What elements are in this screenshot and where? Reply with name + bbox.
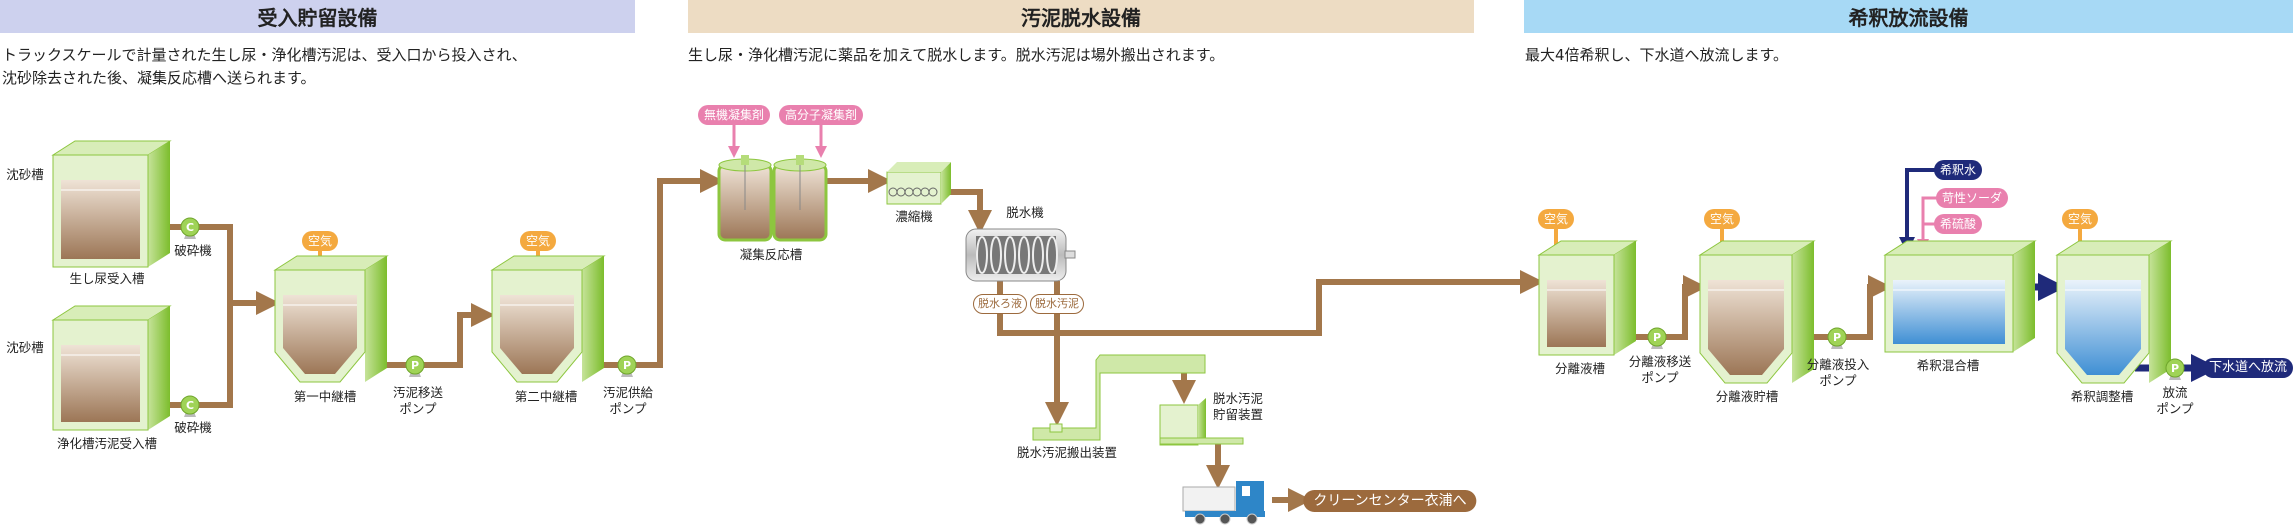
description-line: 生し尿・浄化槽汚泥に薬品を加えて脱水します。脱水汚泥は場外搬出されます。 <box>688 46 1225 64</box>
coagulation-tank-cylinder <box>772 155 828 242</box>
sewer-discharge-label: 下水道へ放流 <box>2202 358 2293 378</box>
pump-icon: P <box>617 355 637 377</box>
label-line: ポンプ <box>399 401 437 416</box>
grit-chamber-label: 沈砂槽 <box>6 167 44 182</box>
pipe-line <box>945 189 992 234</box>
pump-letter: P <box>2171 362 2179 375</box>
label-line: ポンプ <box>2156 401 2194 416</box>
thickener-label: 濃縮機 <box>895 209 933 224</box>
description-line: 沈砂除去された後、凝集反応槽へ送られます。 <box>2 69 316 87</box>
pipe-line <box>592 169 724 368</box>
section-title: 汚泥脱水設備 <box>1021 6 1141 30</box>
grit-chamber-label: 沈砂槽 <box>6 340 44 355</box>
coagulation-tank-cylinder <box>717 155 773 242</box>
pump-letter: P <box>623 359 631 372</box>
section-header-dilution: 希釈放流設備 <box>1524 0 2293 33</box>
night-soil-tank-label: 生し尿受入槽 <box>69 271 145 286</box>
polymer-coagulant-label: 高分子凝集剤 <box>778 105 864 125</box>
grit-and-receiving-tank <box>51 305 172 431</box>
mixing-tank-label: 希釈混合槽 <box>1916 358 1980 373</box>
coagulation-tank-label: 凝集反応槽 <box>739 247 803 262</box>
label-line: 貯留装置 <box>1212 407 1264 422</box>
section-description: 最大4倍希釈し、下水道へ放流します。 <box>1525 44 1788 67</box>
pipe-line <box>997 270 1544 336</box>
crusher-label: 破砕機 <box>174 243 212 258</box>
dilution-water-label: 希釈水 <box>1933 160 1983 180</box>
thickener-box <box>886 162 951 205</box>
section-header-dewatering: 汚泥脱水設備 <box>688 0 1474 33</box>
dilution-adjustment-tank <box>2055 240 2173 384</box>
dilution-mixing-tank <box>1883 240 2037 353</box>
separation-tank <box>1537 240 1638 356</box>
pump-icon: P <box>1647 327 1667 349</box>
label-line: ポンプ <box>1819 373 1857 388</box>
separation-feed-pump-label: 分離液投入ポンプ <box>1807 357 1870 389</box>
pump-icon: P <box>1827 327 1847 349</box>
pump-letter: C <box>186 399 194 412</box>
septic-sludge-tank-label: 浄化槽汚泥受入槽 <box>56 436 158 451</box>
relay-tank <box>273 255 389 383</box>
air-label: 空気 <box>1537 209 1575 229</box>
label-line: 汚泥移送 <box>392 385 444 400</box>
dewatered-sludge-label: 脱水汚泥 <box>1030 294 1084 314</box>
section-description: 生し尿・浄化槽汚泥に薬品を加えて脱水します。脱水汚泥は場外搬出されます。 <box>688 44 1224 67</box>
label-line: ポンプ <box>609 401 647 416</box>
destination-label: クリーンセンター衣浦へ <box>1303 490 1477 512</box>
truck-icon <box>1182 481 1265 525</box>
sulfuric-acid-label: 希硫酸 <box>1933 214 1983 234</box>
crusher-label: 破砕機 <box>174 420 212 435</box>
section-title: 受入貯留設備 <box>257 6 378 30</box>
section-title: 希釈放流設備 <box>1848 6 1969 30</box>
air-label: 空気 <box>2061 209 2099 229</box>
crusher-icon: C <box>180 395 200 417</box>
pump-icon: P <box>405 355 425 377</box>
caustic-soda-label: 苛性ソーダ <box>1935 188 2009 208</box>
pump-icon: P <box>2165 358 2185 380</box>
description-line: トラックスケールで計量された生し尿・浄化槽汚泥は、受入口から投入され、 <box>2 46 527 64</box>
adjustment-tank-label: 希釈調整槽 <box>2070 389 2134 404</box>
inorganic-coagulant-label: 無機凝集剤 <box>697 105 771 125</box>
separation-storage-tank <box>1698 240 1816 384</box>
label-line: 汚泥供給 <box>602 385 654 400</box>
sludge-transfer-pump-label: 汚泥移送ポンプ <box>393 385 443 417</box>
separation-storage-label: 分離液貯槽 <box>1715 389 1779 404</box>
pump-letter: P <box>1653 331 1661 344</box>
pump-letter: P <box>1833 331 1841 344</box>
discharge-pump-label: 放流ポンプ <box>2156 385 2193 417</box>
sludge-storage-hopper <box>1159 398 1244 446</box>
label-line: 脱水汚泥 <box>1212 391 1264 406</box>
label-line: ポンプ <box>1641 370 1679 385</box>
label-line: 分離液移送 <box>1628 354 1692 369</box>
grit-and-receiving-tank <box>51 140 172 268</box>
sludge-storage-label: 脱水汚泥貯留装置 <box>1213 391 1263 423</box>
crusher-icon: C <box>180 217 200 239</box>
pump-letter: P <box>411 359 419 372</box>
relay-tank <box>490 255 606 383</box>
sludge-conveyor <box>1032 354 1206 441</box>
air-label: 空気 <box>519 231 557 251</box>
relay-tank-2-label: 第二中継槽 <box>514 389 578 404</box>
pump-letter: C <box>186 221 194 234</box>
conveyor-label: 脱水汚泥搬出装置 <box>1016 445 1118 460</box>
sludge-supply-pump-label: 汚泥供給ポンプ <box>603 385 653 417</box>
label-line: 分離液投入 <box>1806 357 1870 372</box>
label-line: 放流 <box>2162 385 2188 400</box>
section-header-receiving: 受入貯留設備 <box>0 0 635 33</box>
pipe-line <box>375 303 495 368</box>
filtrate-label: 脱水ろ液 <box>973 294 1027 314</box>
relay-tank-1-label: 第一中継槽 <box>293 389 357 404</box>
separation-transfer-pump-label: 分離液移送ポンプ <box>1629 354 1692 386</box>
pipe-line <box>1899 168 1935 253</box>
separation-tank-label: 分離液槽 <box>1554 361 1606 376</box>
air-label: 空気 <box>1703 209 1741 229</box>
dewatering-machine-label: 脱水機 <box>1006 205 1044 220</box>
section-description: トラックスケールで計量された生し尿・浄化槽汚泥は、受入口から投入され、 沈砂除去… <box>2 44 527 90</box>
description-line: 最大4倍希釈し、下水道へ放流します。 <box>1525 46 1789 64</box>
pipe-line <box>1917 196 1940 251</box>
air-label: 空気 <box>301 231 339 251</box>
screw-press-dewatering-machine <box>965 228 1076 282</box>
